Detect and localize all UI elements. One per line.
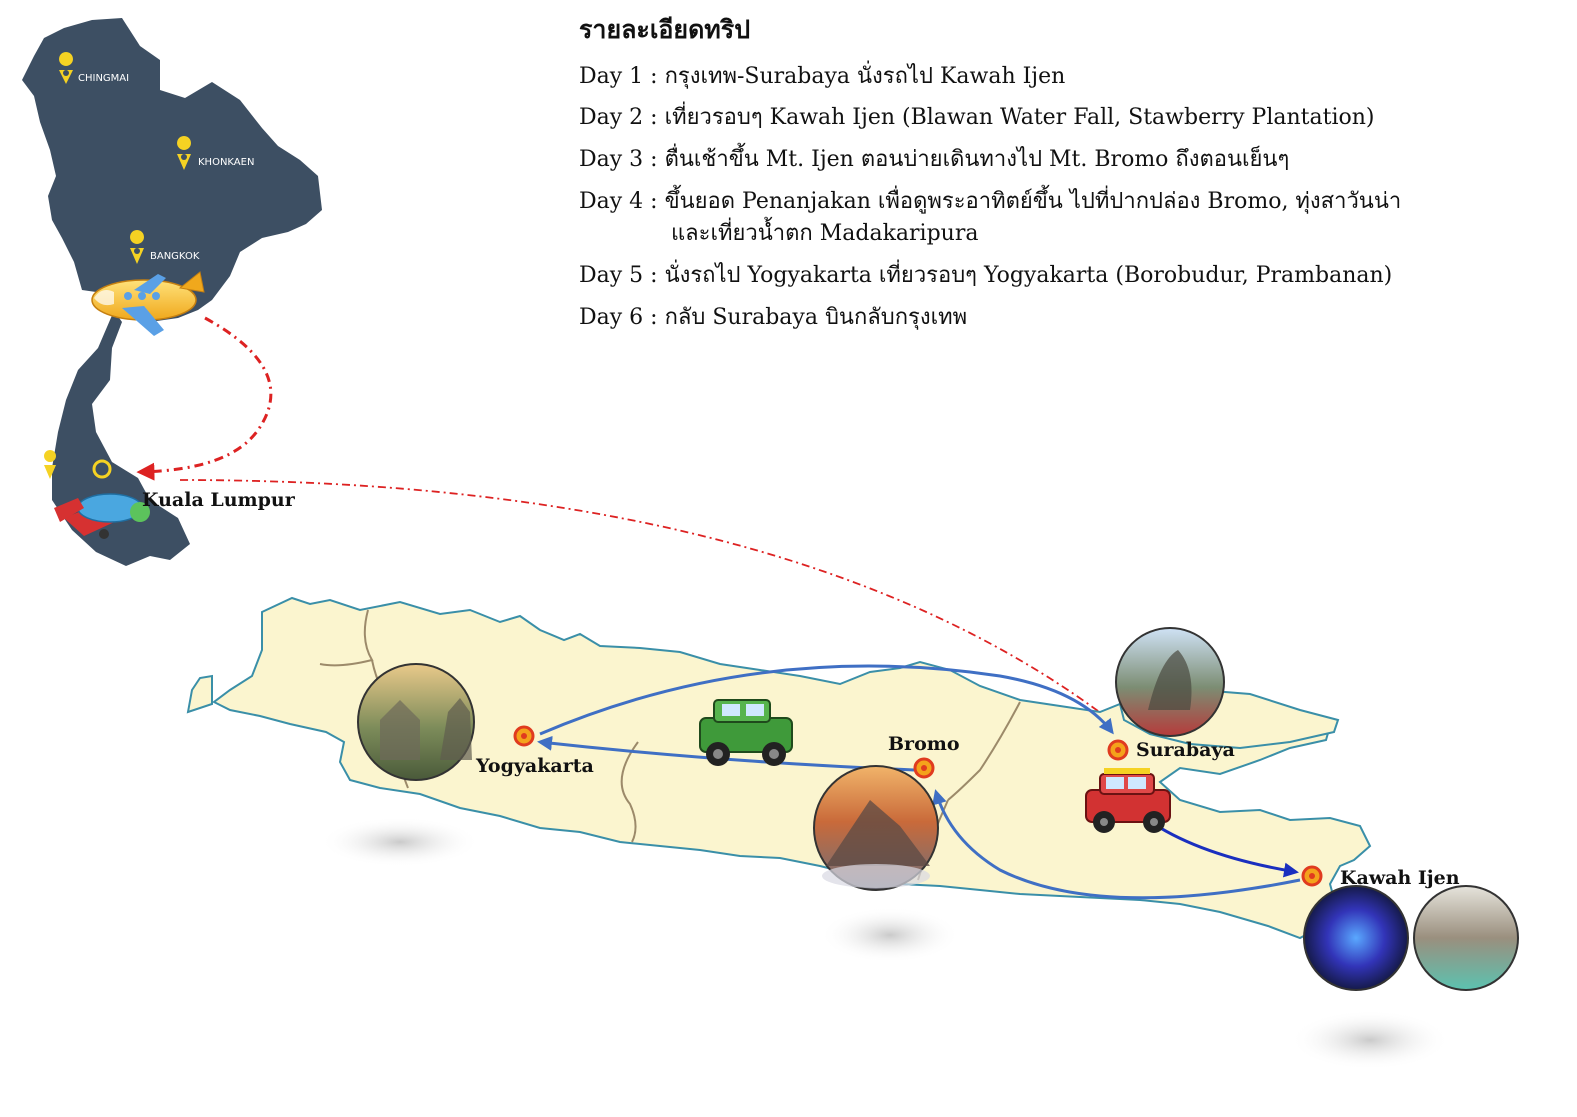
itinerary-day-5: Day 5 : นั่งรถไป Yogyakarta เที่ยวรอบๆ Y… [579, 262, 1393, 288]
photo-landmark-icon [1115, 627, 1225, 737]
photo-landmark-icon [357, 663, 475, 781]
map-pin-icon [177, 136, 192, 170]
city-label-chiangmai: CHINGMAI [78, 73, 129, 84]
drive-route-yogyakarta-surabaya [539, 664, 1114, 736]
itinerary-day-4-line-1: Day 4 : ขึ้นยอด Penanjakan เพื่อดูพระอาท… [579, 189, 1402, 215]
itinerary-day-2: Day 2 : เที่ยวรอบๆ Kawah Ijen (Blawan Wa… [579, 105, 1375, 131]
jeep-icon [699, 699, 793, 766]
itinerary-day-4: Day 4 : ขึ้นยอด Penanjakan เพื่อดูพระอาท… [579, 186, 1539, 250]
city-label-surabaya: Surabaya [1136, 739, 1235, 761]
map-pin-chiangmai: CHINGMAI [59, 52, 129, 84]
jeep-icon [1085, 768, 1171, 833]
trip-itinerary: รายละเอียดทริป Day 1 : กรุงเทพ-Surabaya … [579, 14, 1539, 344]
itinerary-day-6: Day 6 : กลับ Surabaya บินกลับกรุงเทพ [579, 304, 968, 330]
location-target-bromo [913, 757, 935, 779]
city-label-yogyakarta: Yogyakarta [475, 755, 594, 777]
airplane-icon [91, 271, 205, 336]
airplane-icon [54, 493, 150, 539]
location-target-yogyakarta [513, 725, 535, 747]
map-pin-south [44, 450, 112, 479]
location-target-surabaya [1107, 739, 1129, 761]
map-pin-icon [44, 450, 57, 479]
flight-route-kl-surabaya [179, 479, 1120, 728]
itinerary-day-4-line-2: และเที่ยวน้ำตก Madakaripura [671, 221, 979, 247]
map-pin-icon [130, 229, 145, 264]
itinerary-day-3: Day 3 : ตื่นเช้าขึ้น Mt. Ijen ตอนบ่ายเดิ… [579, 147, 1290, 173]
city-label-khonkaen: KHONKAEN [198, 157, 254, 168]
city-label-kuala-lumpur: Kuala Lumpur [142, 489, 296, 511]
city-label-bangkok: BANGKOK [150, 251, 200, 262]
city-label-bromo: Bromo [888, 733, 960, 755]
city-label-kawah-ijen: Kawah Ijen [1340, 867, 1460, 889]
photo-landmark-icon [1413, 885, 1519, 991]
map-pin-icon [59, 52, 74, 84]
itinerary-title: รายละเอียดทริป [579, 15, 751, 44]
map-pin-khonkaen: KHONKAEN [177, 136, 254, 170]
flight-route-bangkok-kl [136, 316, 273, 481]
photo-landmark-icon [813, 765, 939, 891]
kuala-lumpur-marker-icon [92, 459, 112, 479]
location-target-kawah-ijen [1301, 865, 1323, 887]
itinerary-day-1: Day 1 : กรุงเทพ-Surabaya นั่งรถไป Kawah … [579, 63, 1066, 89]
photo-landmark-icon [1303, 885, 1409, 991]
drive-route-kawah-ijen-bromo [932, 789, 1301, 900]
map-pin-bangkok: BANGKOK [130, 229, 200, 264]
